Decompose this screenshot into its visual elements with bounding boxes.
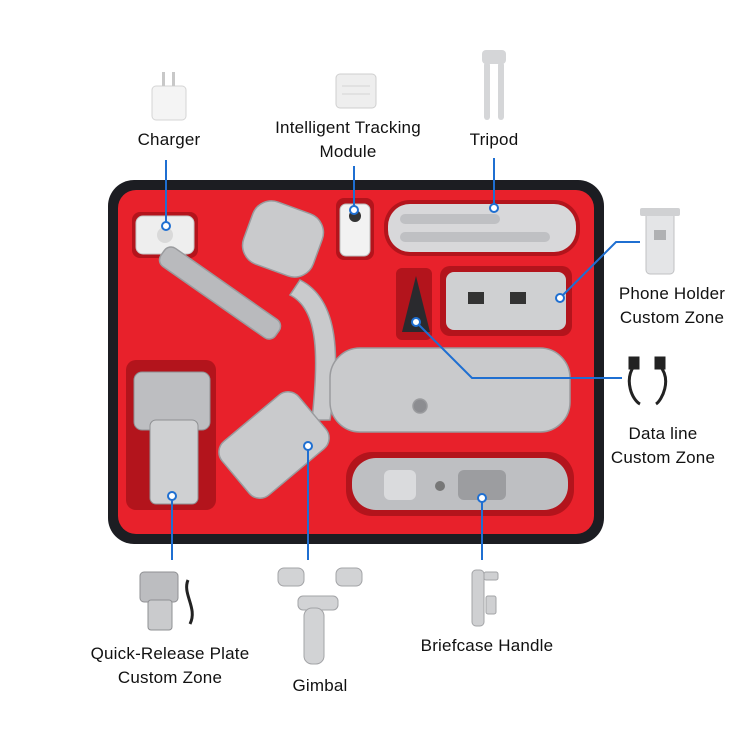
leader-lines: [165, 158, 640, 560]
label-charger: Charger: [137, 130, 201, 149]
label-gimbal: Gimbal: [292, 676, 348, 695]
quick-release-image: [139, 571, 194, 631]
leader-dots: [161, 203, 565, 503]
briefcase-handle-in-case: [352, 458, 568, 510]
gimbal-in-case: [158, 200, 571, 499]
data-line-image: [627, 356, 668, 406]
tripod-in-case: [388, 204, 576, 252]
label-quick-release: Quick-Release Plate Custom Zone: [90, 644, 250, 687]
label-phone-holder: Phone Holder Custom Zone: [618, 284, 726, 327]
label-data-line: Data line Custom Zone: [610, 424, 716, 467]
quick-release-plate-in-case: [133, 371, 211, 505]
phone-holder-image: [640, 208, 680, 275]
label-tripod: Tripod: [469, 130, 519, 149]
briefcase-handle-image: [471, 569, 499, 627]
tracking-module-image: [335, 73, 377, 109]
charger-image: [151, 72, 187, 121]
phone-holder-in-case: [402, 272, 566, 332]
label-tracking-module: Intelligent Tracking Module: [275, 118, 421, 161]
leader-line-phone-holder: [559, 241, 640, 299]
label-briefcase-handle: Briefcase Handle: [420, 636, 554, 655]
tripod-image: [482, 50, 506, 120]
leader-line-data-line: [415, 321, 622, 379]
gimbal-image: [277, 567, 363, 665]
